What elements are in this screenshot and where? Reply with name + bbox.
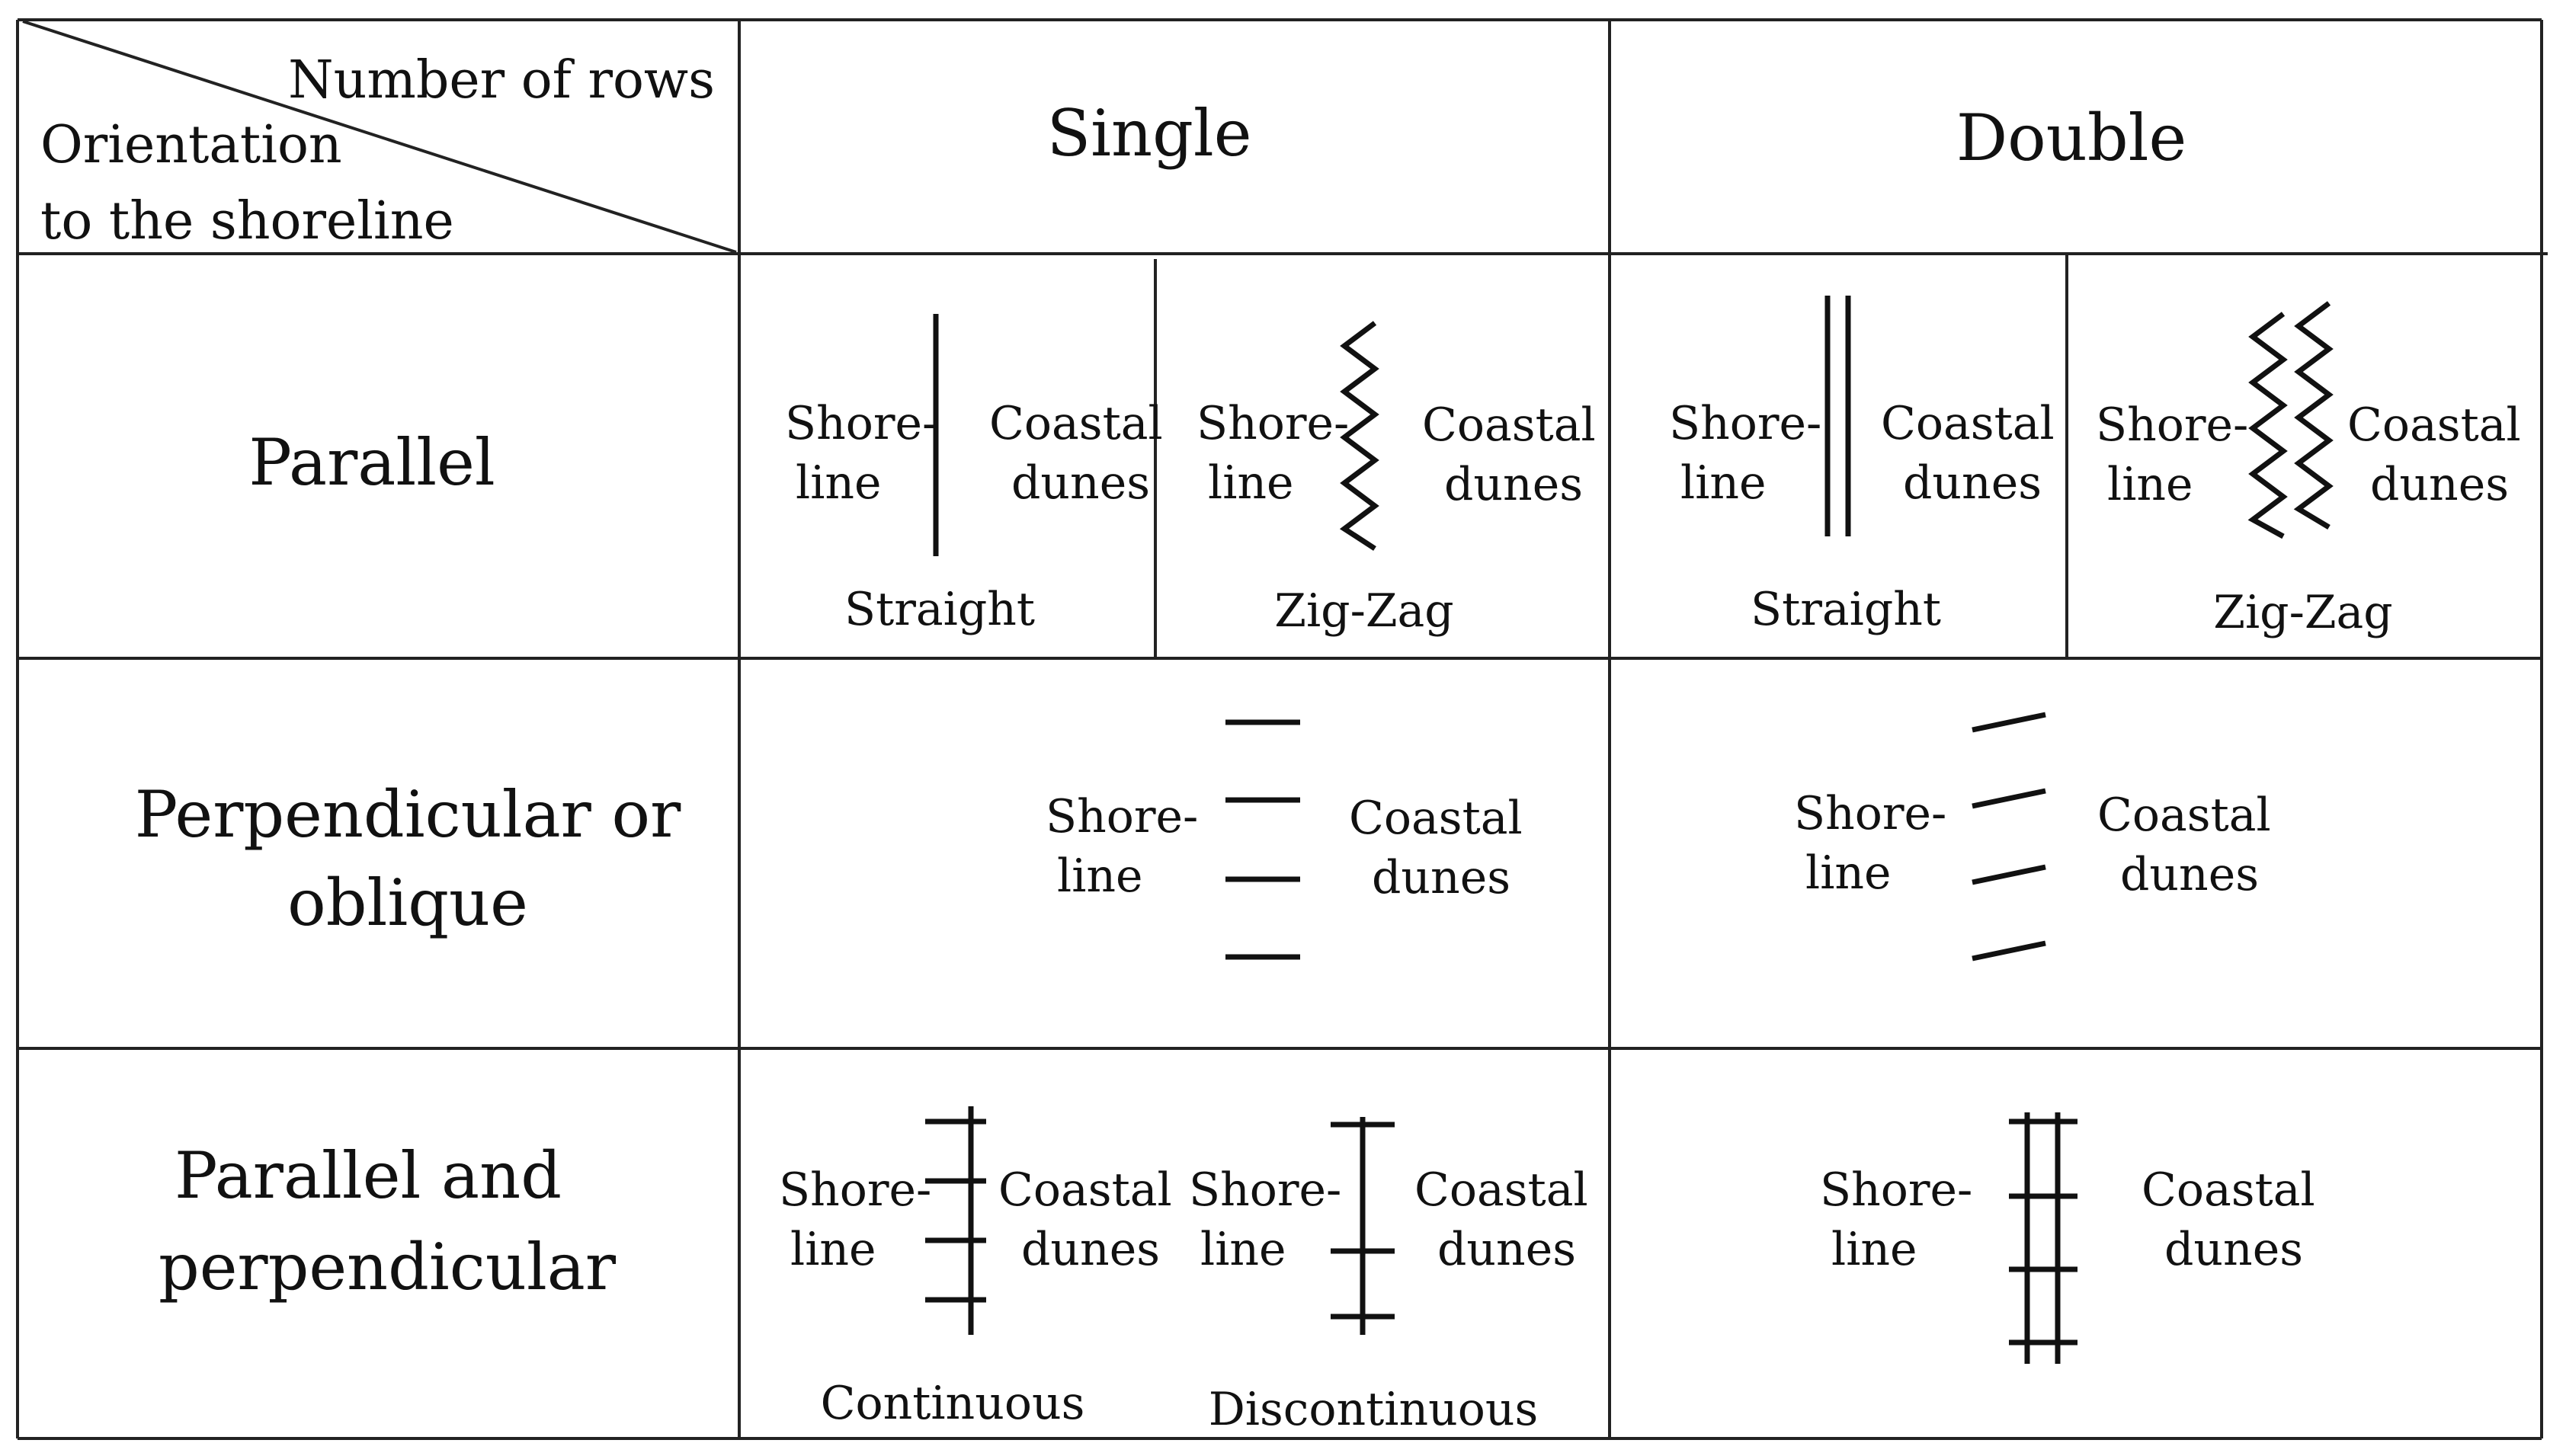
column-header-double: Double bbox=[1956, 101, 2186, 175]
dunes-label-line2: dunes bbox=[2164, 1223, 2303, 1276]
fence-oblique-groins bbox=[1972, 712, 2046, 962]
corner-rows-title-line2: to the shoreline bbox=[40, 191, 454, 251]
groin-2 bbox=[1972, 788, 2046, 809]
fence-straight-double bbox=[1824, 296, 1851, 536]
table-grid bbox=[16, 18, 2548, 1440]
fence-combined-continuous bbox=[925, 1106, 986, 1335]
dunes-label-line2: dunes bbox=[1011, 456, 1150, 510]
cell-both-single-discontinuous: Shore- line Coastal dunes Discontinuous bbox=[1189, 1117, 1588, 1436]
fence-zigzag-single bbox=[1339, 321, 1379, 551]
cell-parallel-double-straight: Shore- line Coastal dunes Straight bbox=[1669, 296, 2055, 636]
dunes-label-line2: dunes bbox=[1437, 1223, 1576, 1276]
shore-label-line1: Shore- bbox=[1669, 397, 1821, 450]
caption-straight: Straight bbox=[844, 583, 1035, 636]
caption-continuous: Continuous bbox=[821, 1377, 1085, 1430]
fence-line-2 bbox=[2293, 301, 2334, 530]
dunes-label-line2: dunes bbox=[2370, 458, 2509, 511]
row-header-perpendicular-line2: oblique bbox=[287, 866, 528, 940]
dunes-label-line1: Coastal bbox=[1349, 792, 1523, 845]
shore-label-line1: Shore- bbox=[1197, 397, 1349, 450]
shore-label-line2: line bbox=[1680, 456, 1767, 510]
fence-line-1 bbox=[2247, 312, 2288, 539]
groin-3 bbox=[1972, 864, 2046, 885]
caption-discontinuous: Discontinuous bbox=[1209, 1383, 1539, 1436]
dunes-label-line1: Coastal bbox=[998, 1163, 1172, 1217]
corner-diagonal bbox=[22, 20, 737, 254]
shore-label-line2: line bbox=[1057, 850, 1143, 903]
shore-label-line1: Shore- bbox=[779, 1163, 931, 1217]
cell-parallel-double-zigzag: Shore- line Coastal dunes Zig-Zag bbox=[2096, 301, 2521, 639]
column-header-single: Single bbox=[1047, 96, 1252, 171]
shore-label-line1: Shore- bbox=[1794, 787, 1946, 840]
shore-label-line1: Shore- bbox=[785, 397, 937, 450]
shore-label-line2: line bbox=[796, 456, 882, 510]
dunes-label-line2: dunes bbox=[1444, 458, 1583, 511]
corner-rows-title-line1: Orientation bbox=[40, 115, 342, 175]
row-header-perpendicular-line1: Perpendicular or bbox=[135, 777, 681, 852]
dunes-label-line1: Coastal bbox=[989, 397, 1163, 450]
row-header-both-line1: Parallel and bbox=[175, 1138, 562, 1213]
cell-both-double: Shore- line Coastal dunes bbox=[1820, 1112, 2315, 1364]
cell-perpendicular-single: Shore- line Coastal dunes bbox=[1046, 719, 1523, 960]
cell-parallel-single-zigzag: Shore- line Coastal dunes Zig-Zag bbox=[1197, 321, 1596, 638]
fence-zigzag-double bbox=[2247, 301, 2334, 539]
cell-parallel-single-straight: Shore- line Coastal dunes Straight bbox=[785, 314, 1163, 636]
row-header-both-line2: perpendicular bbox=[159, 1230, 617, 1304]
shore-label-line1: Shore- bbox=[1046, 790, 1198, 843]
corner-columns-title: Number of rows bbox=[288, 50, 715, 110]
fence-combined-double bbox=[2009, 1112, 2077, 1364]
dunes-label-line1: Coastal bbox=[2142, 1163, 2315, 1217]
caption-straight: Straight bbox=[1751, 583, 1941, 636]
fence-line bbox=[1339, 321, 1379, 551]
shore-label-line1: Shore- bbox=[1820, 1163, 1972, 1217]
dunes-label-line2: dunes bbox=[1903, 456, 2042, 510]
shore-label-line2: line bbox=[1200, 1223, 1286, 1276]
dunes-label-line1: Coastal bbox=[1422, 398, 1596, 452]
shore-label-line2: line bbox=[1805, 846, 1892, 900]
shore-label-line2: line bbox=[2107, 458, 2193, 511]
dunes-label-line1: Coastal bbox=[2097, 789, 2271, 842]
shore-label-line2: line bbox=[1208, 456, 1294, 510]
shore-label-line2: line bbox=[1831, 1223, 1917, 1276]
caption-zigzag: Zig-Zag bbox=[1274, 584, 1453, 638]
shore-label-line1: Shore- bbox=[2096, 398, 2248, 452]
dunes-label-line1: Coastal bbox=[2347, 398, 2521, 452]
shore-label-line2: line bbox=[790, 1223, 876, 1276]
dunes-label-line2: dunes bbox=[2120, 848, 2259, 901]
fence-perpendicular-groins bbox=[1225, 719, 1300, 960]
dunes-label-line1: Coastal bbox=[1414, 1163, 1588, 1217]
cell-both-single-continuous: Shore- line Coastal dunes Continuous bbox=[779, 1106, 1172, 1430]
dunes-label-line1: Coastal bbox=[1881, 397, 2055, 450]
groin-4 bbox=[1972, 940, 2046, 962]
dunes-label-line2: dunes bbox=[1021, 1223, 1160, 1276]
caption-zigzag: Zig-Zag bbox=[2213, 586, 2392, 639]
row-header-parallel: Parallel bbox=[248, 425, 495, 500]
groin-1 bbox=[1972, 712, 2046, 733]
cell-perpendicular-double: Shore- line Coastal dunes bbox=[1794, 712, 2271, 962]
fence-combined-discontinuous bbox=[1331, 1117, 1395, 1335]
shore-label-line1: Shore- bbox=[1189, 1163, 1341, 1217]
dunes-label-line2: dunes bbox=[1372, 851, 1510, 904]
